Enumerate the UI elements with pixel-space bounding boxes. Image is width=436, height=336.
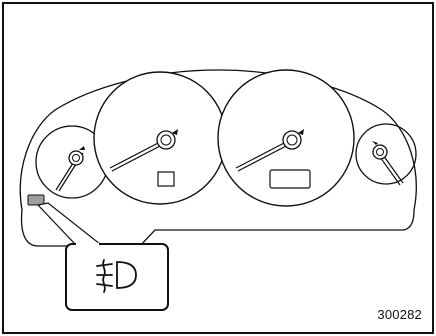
left-small-gauge xyxy=(35,125,109,199)
callout-leader xyxy=(36,202,102,245)
cluster-housing xyxy=(19,69,417,247)
figure-border xyxy=(2,2,434,334)
speedometer-display xyxy=(157,171,175,187)
fog-light-indicator-lamp xyxy=(27,194,45,206)
figure-number: 300282 xyxy=(377,307,422,322)
tachometer-gauge xyxy=(217,69,355,207)
front-fog-light-icon xyxy=(96,259,137,293)
speedometer-gauge xyxy=(93,71,227,205)
right-small-gauge xyxy=(355,123,417,186)
odometer-display xyxy=(269,169,311,189)
